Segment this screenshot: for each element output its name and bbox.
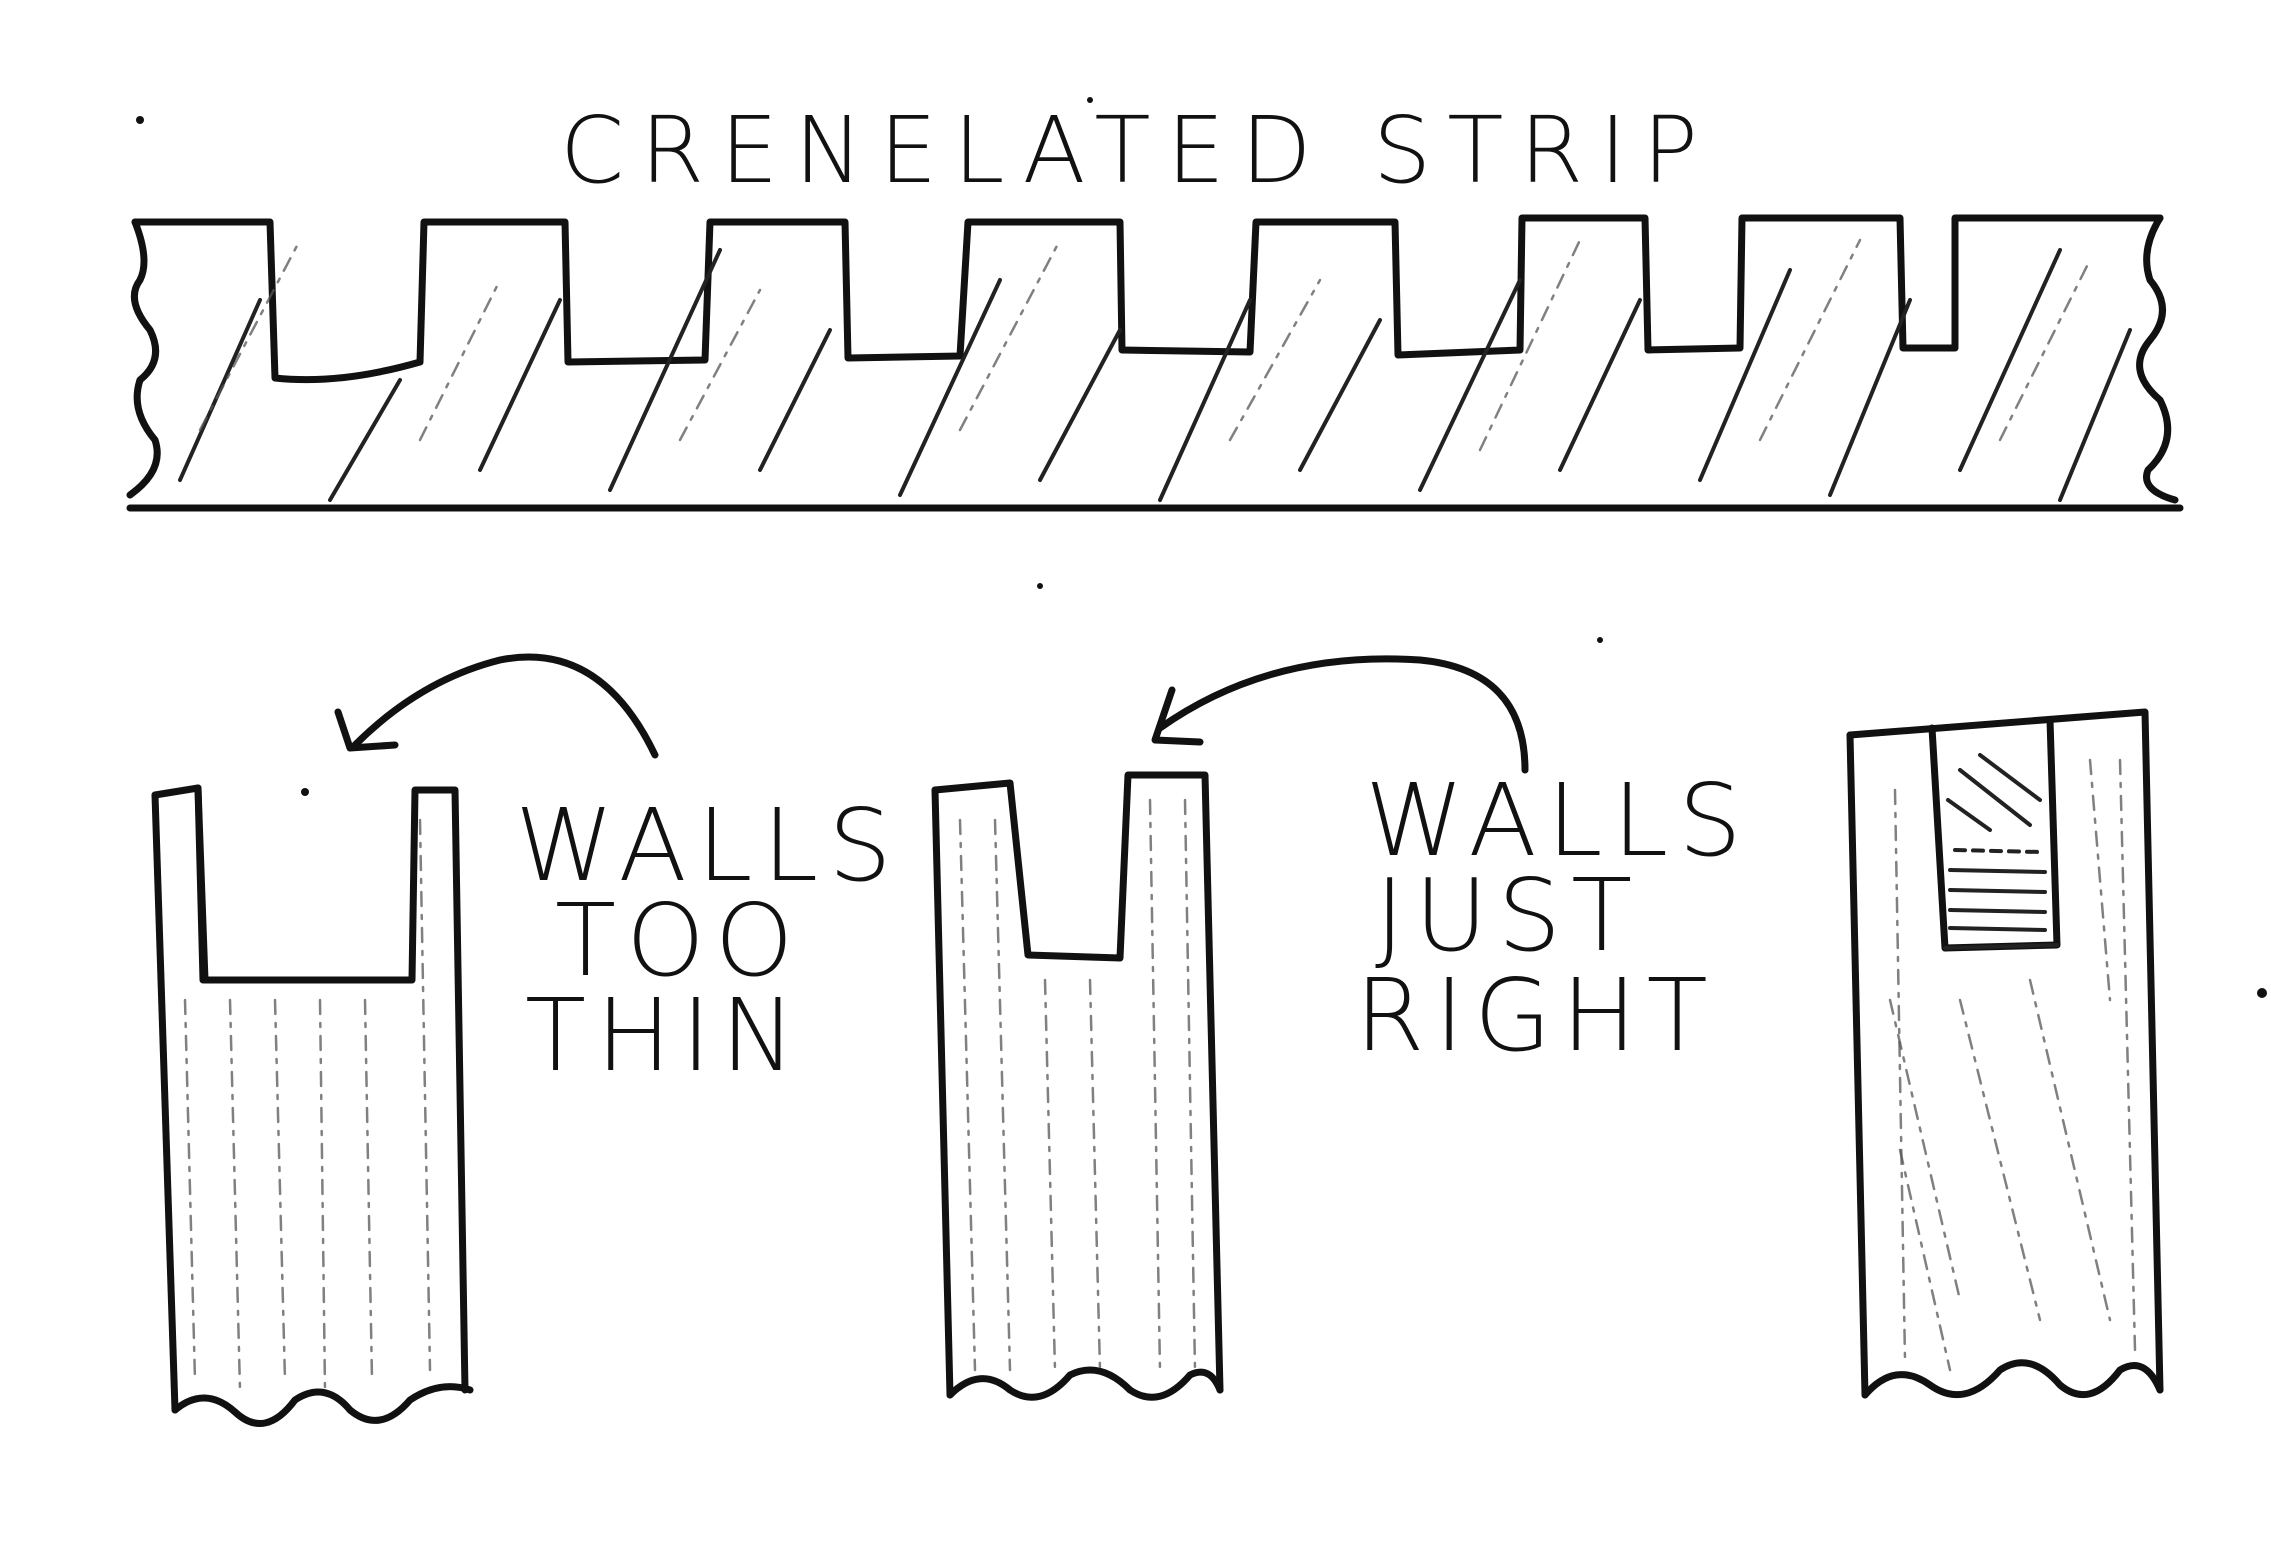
section-walls-too-thin: WALLS TOO THIN xyxy=(151,653,902,1428)
scan-specks xyxy=(136,97,2267,998)
section-walls-just-right: WALLS JUST RIGHT xyxy=(931,655,1752,1401)
thin-section-inner-wall xyxy=(194,784,209,984)
thin-arrow xyxy=(351,653,659,759)
strip-right-break xyxy=(2136,214,2179,504)
right-note-line-1: WALLS xyxy=(1365,762,1752,879)
thin-note-line-1: WALLS xyxy=(515,787,902,904)
thin-section-left-edge xyxy=(151,791,179,1414)
crenelated-strip: CRENELATED STRIP xyxy=(126,97,2184,512)
right-note-line-3: RIGHT xyxy=(1355,957,1718,1074)
filled-section-outline xyxy=(1846,708,2164,1394)
filled-section-grain xyxy=(1888,758,2137,1372)
right-section-left-edge xyxy=(931,786,954,1399)
slot-insert-hatch xyxy=(1946,753,2047,932)
thin-arrowhead-icon xyxy=(334,708,399,752)
right-section-bottom-break xyxy=(946,1366,1224,1401)
filled-section-left-edge xyxy=(1846,731,1869,1399)
right-section-grain xyxy=(958,798,1197,1372)
section-filled-slot xyxy=(1846,708,2164,1399)
strip-top-edge xyxy=(131,214,2164,384)
strip-title: CRENELATED STRIP xyxy=(560,97,1714,204)
strip-left-break xyxy=(126,218,161,499)
strip-grain xyxy=(178,238,2132,502)
thin-section-bottom-break xyxy=(171,1383,474,1428)
right-note-line-2: JUST xyxy=(1375,857,1642,974)
thin-section-grain xyxy=(183,818,432,1392)
thin-note-line-2: TOO xyxy=(555,882,804,999)
right-section-outline xyxy=(931,771,1224,1394)
filled-section-bottom-break xyxy=(1861,1359,2164,1399)
slot-insert-base xyxy=(1943,943,2059,950)
right-arrow xyxy=(1156,655,1529,774)
right-arrowhead-icon xyxy=(1151,686,1204,746)
thin-note-line-3: THIN xyxy=(525,977,806,1094)
